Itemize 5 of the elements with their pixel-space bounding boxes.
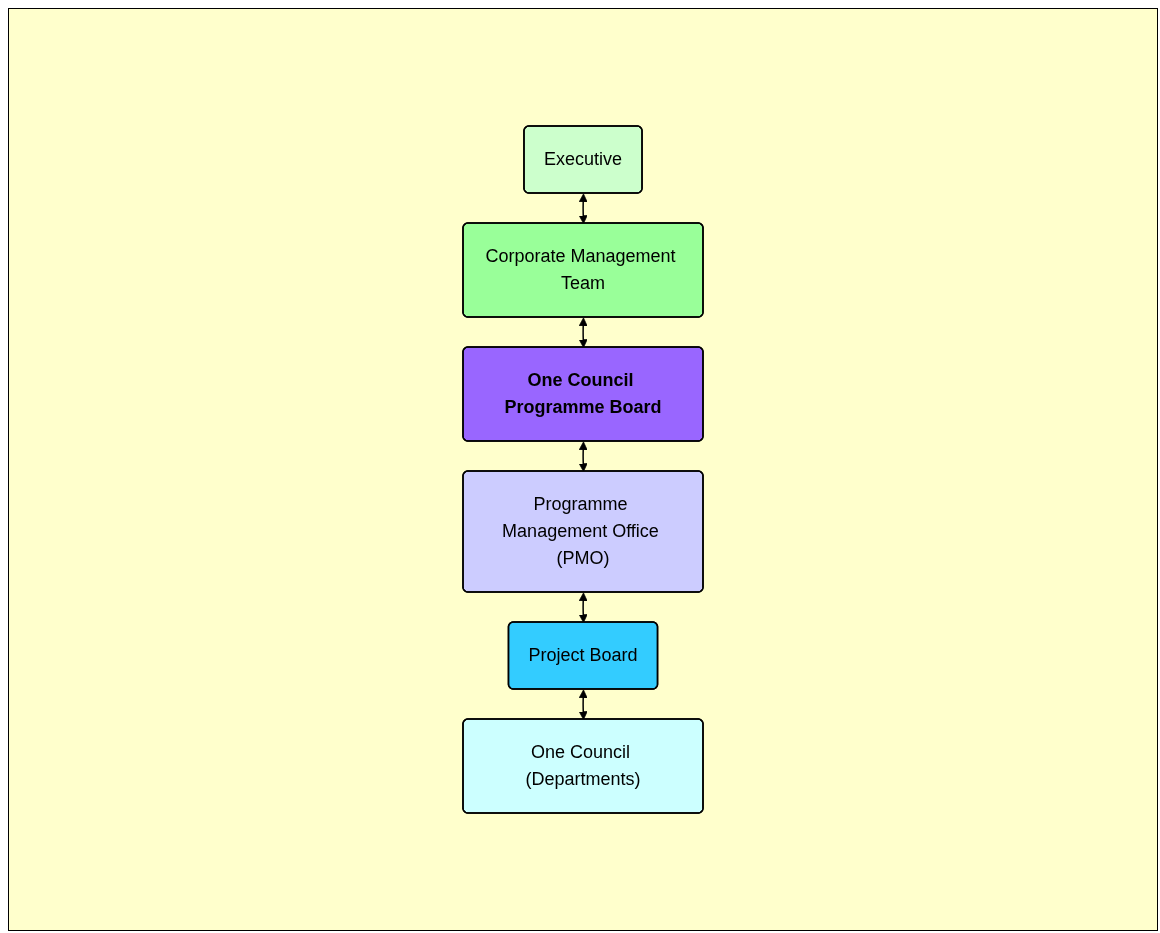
arrow <box>578 441 588 472</box>
arrow <box>578 317 588 348</box>
arrow <box>578 689 588 720</box>
arrow <box>578 592 588 623</box>
arrow <box>578 193 588 224</box>
